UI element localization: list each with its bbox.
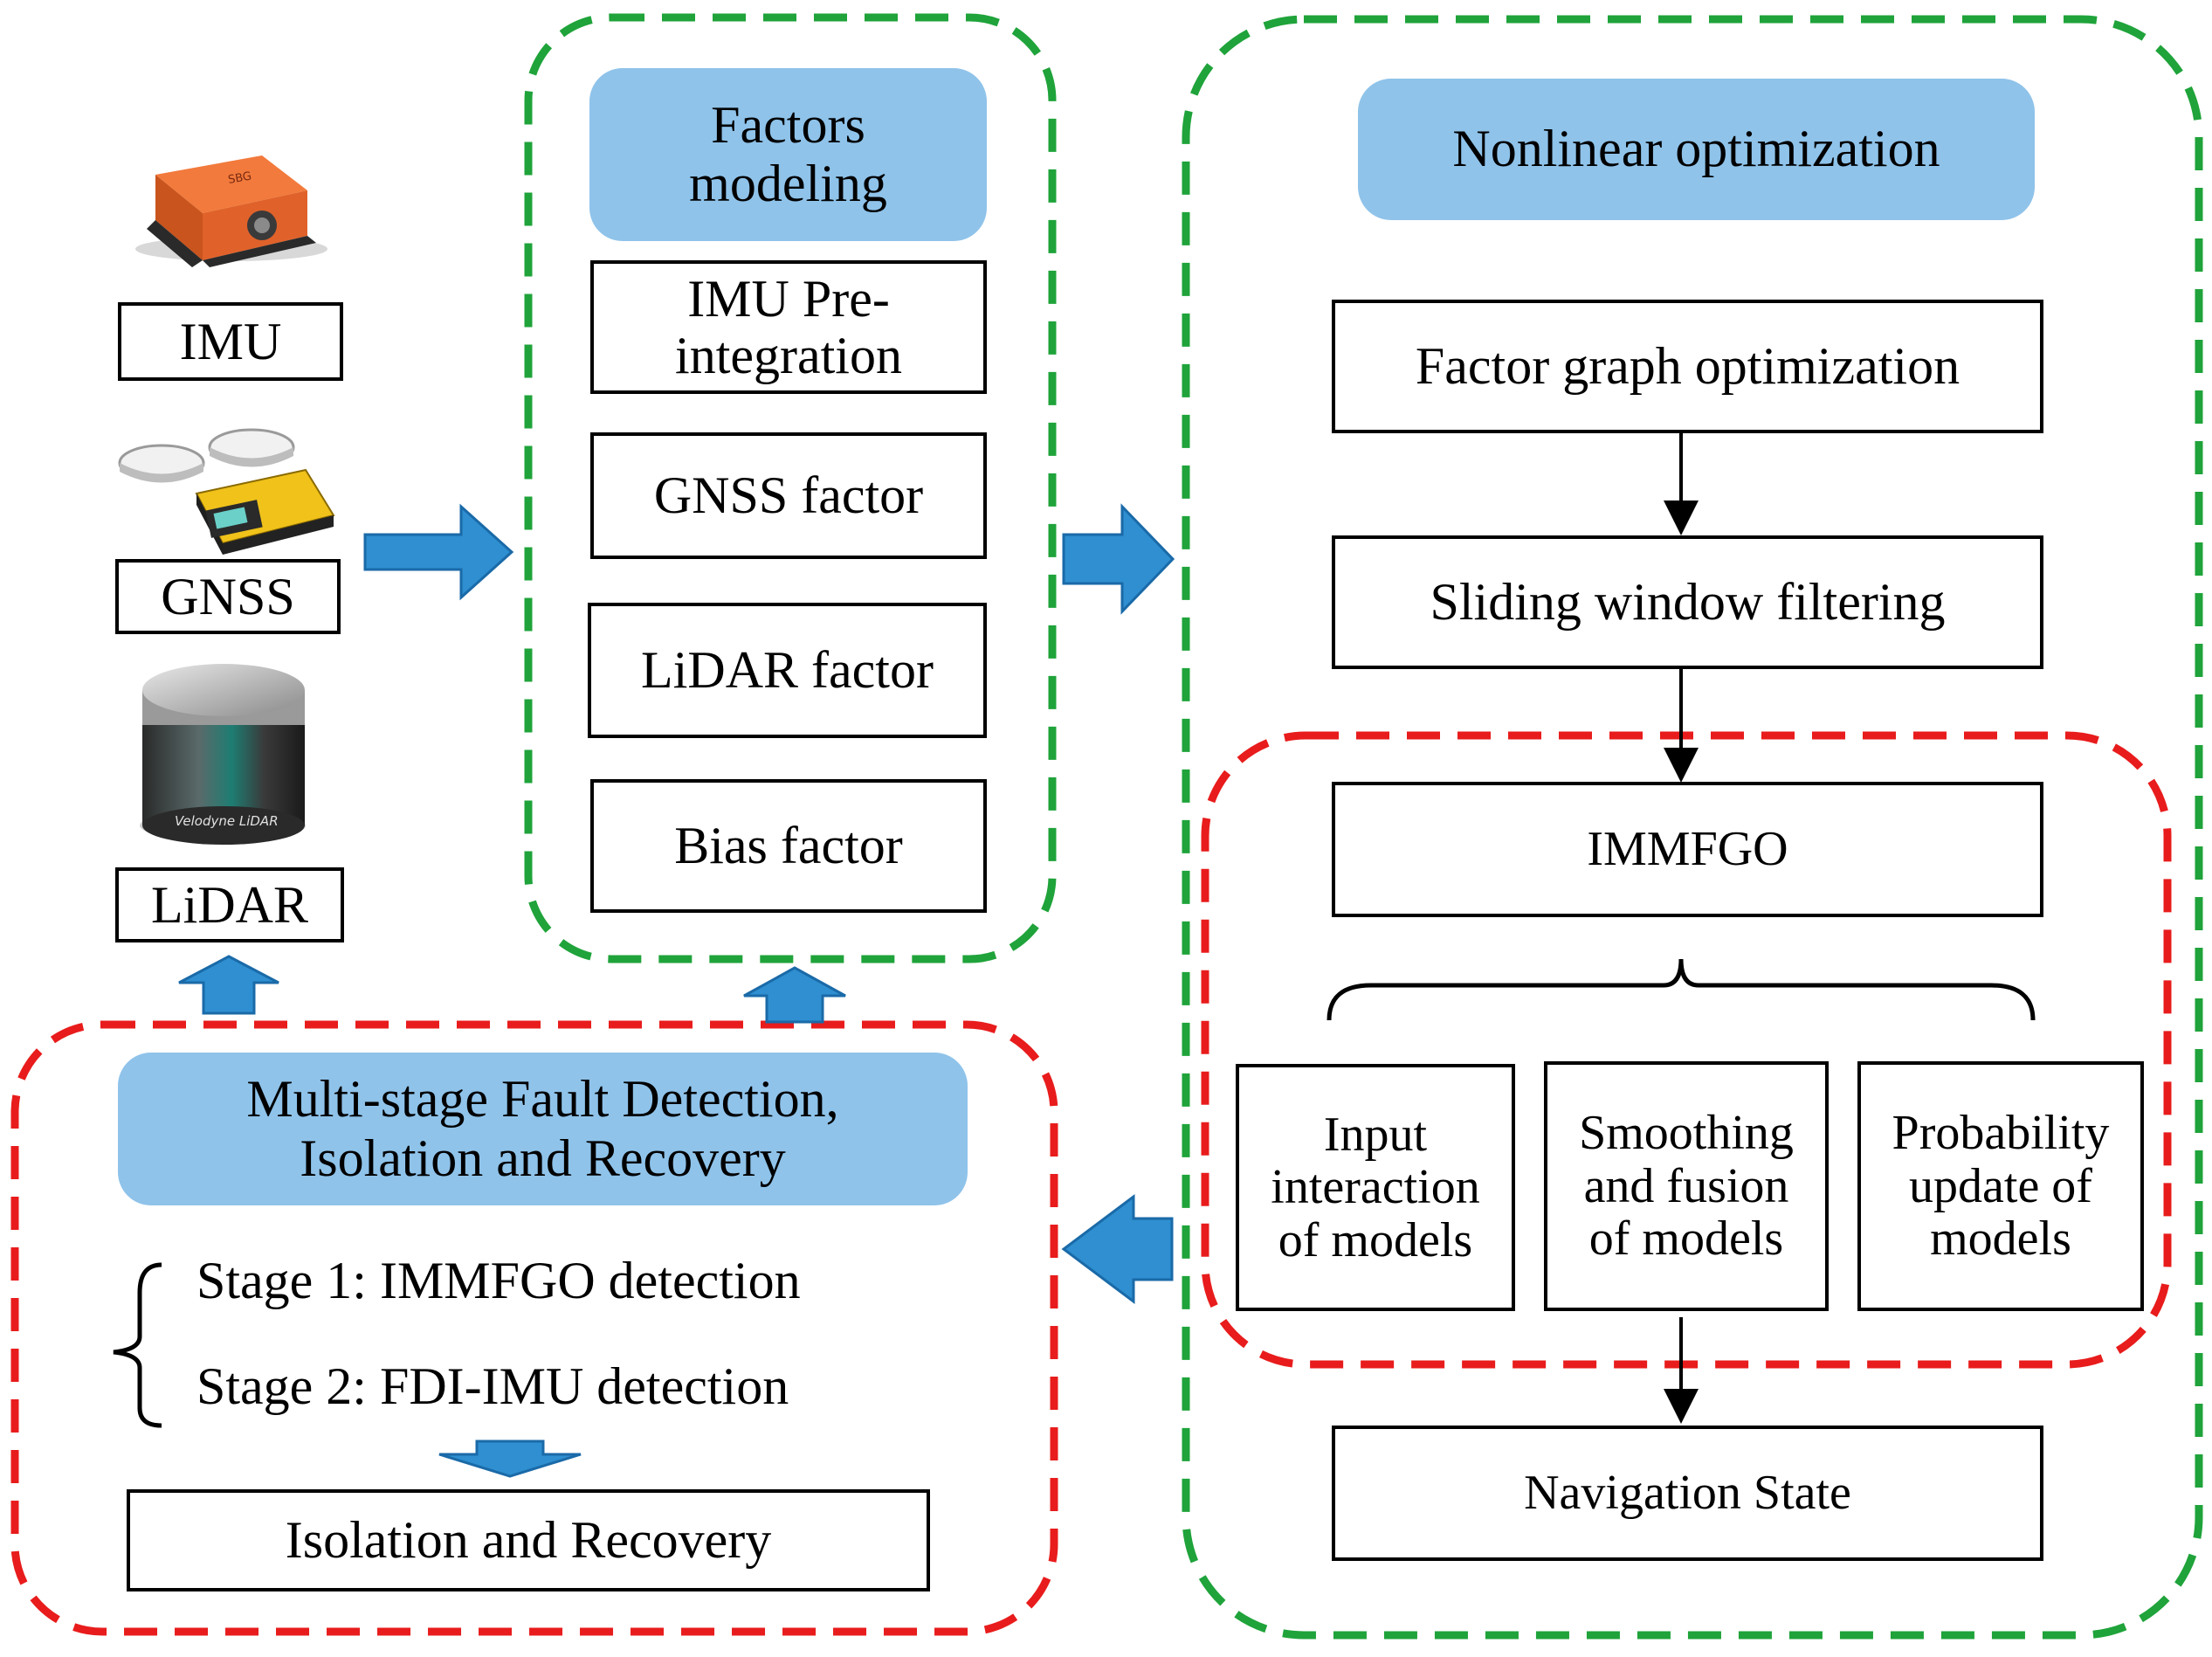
immfgo-region: [1201, 731, 2172, 1369]
models-brace: [1327, 958, 2036, 1021]
model-smoothing-fusion: Smoothing and fusion of models: [1544, 1061, 1829, 1311]
fault-region: [10, 1020, 1058, 1636]
factor-graph-optimization-box: Factor graph optimization: [1332, 300, 2043, 433]
gnss-device-image: [118, 428, 335, 555]
imu-device-image: SBG: [135, 155, 327, 267]
immfgo-box: IMMFGO: [1332, 782, 2043, 917]
arrow-fault-to-factors: [743, 966, 846, 1024]
stage-1-text: Stage 1: IMMFGO detection: [196, 1252, 801, 1309]
navigation-state-box: Navigation State: [1332, 1426, 2043, 1561]
sliding-window-filtering-box: Sliding window filtering: [1332, 535, 2043, 669]
nonlinear-optimization-header: Nonlinear optimization: [1358, 79, 2035, 220]
svg-text:SBG: SBG: [227, 169, 252, 186]
optimization-region: [1182, 15, 2203, 1640]
arrow-stages-to-recovery: [438, 1440, 582, 1478]
stage-2-text: Stage 2: FDI-IMU detection: [196, 1357, 789, 1415]
imu-label: IMU: [118, 302, 343, 381]
lidar-label: LiDAR: [115, 867, 344, 942]
svg-text:Velodyne LiDAR: Velodyne LiDAR: [175, 813, 279, 829]
factors-modeling-header: Factors modeling: [589, 68, 987, 241]
isolation-recovery-box: Isolation and Recovery: [127, 1489, 930, 1591]
lidar-device-image: Velodyne LiDAR: [140, 664, 306, 845]
model-probability-update: Probability update of models: [1857, 1061, 2144, 1311]
factor-lidar: LiDAR factor: [588, 603, 987, 738]
factor-bias: Bias factor: [590, 779, 987, 913]
fault-detection-header: Multi-stage Fault Detection, Isolation a…: [118, 1053, 968, 1205]
gnss-label: GNSS: [115, 559, 341, 634]
stages-brace: [113, 1262, 162, 1428]
arrow-sensors-to-factors: [363, 503, 514, 601]
arrow-fault-to-lidar: [178, 955, 279, 1015]
factor-imu-preintegration: IMU Pre-integration: [590, 260, 987, 394]
arrow-optimization-to-fault: [1061, 1194, 1174, 1304]
arrow-factors-to-optimization: [1062, 503, 1175, 615]
factors-region: [524, 13, 1057, 963]
model-input-interaction: Input interaction of models: [1236, 1064, 1515, 1311]
factor-gnss: GNSS factor: [590, 432, 987, 559]
